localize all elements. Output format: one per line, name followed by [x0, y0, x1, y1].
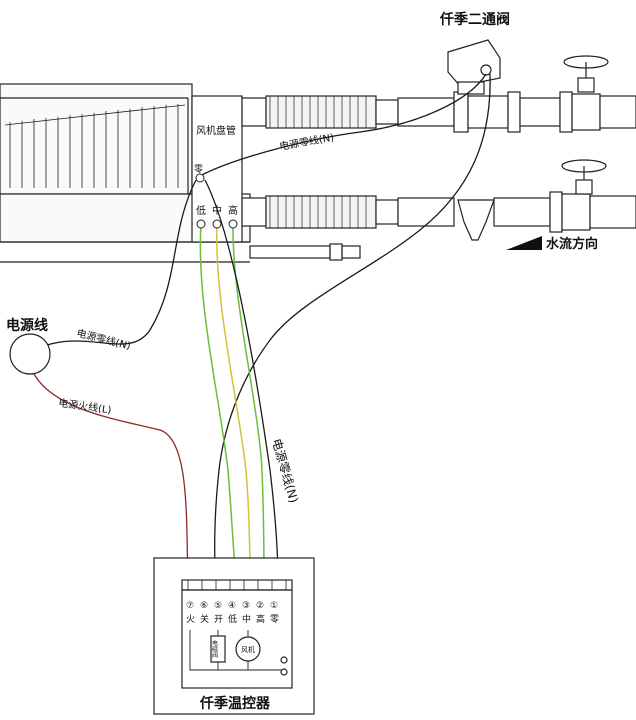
wire-high: [232, 223, 265, 583]
terminal-numbers: ⑦ ⑥ ⑤ ④ ③ ② ①: [186, 601, 278, 611]
terminal-name: 关: [200, 613, 209, 625]
fan-coil-label: 风机盘管: [196, 124, 236, 137]
junction-terminals: [195, 173, 238, 229]
valve-symbol-label: 电磁阀: [211, 639, 218, 659]
wire-neutral-to-thermostat: [204, 179, 279, 583]
power-neutral-vertical-label: 电源零线(N): [269, 437, 301, 505]
two-way-valve: [447, 39, 501, 95]
water-flow-label: 水流方向: [546, 236, 598, 252]
gate-valve-bottom: [561, 159, 607, 195]
terminal-name: 开: [214, 614, 223, 625]
terminal-number: ③: [242, 601, 250, 611]
high-speed-label: 高: [228, 204, 238, 217]
wire-mid: [215, 223, 251, 583]
wire-power-neutral: [43, 179, 197, 347]
power-source-circle: [9, 333, 51, 375]
gate-valve-top: [563, 55, 609, 93]
terminal-name: 高: [256, 613, 265, 625]
mid-speed-label: 中: [212, 204, 222, 217]
water-flow-arrow: [506, 236, 542, 250]
pipe-top: [241, 91, 636, 133]
fan-coil-unit: [0, 83, 361, 263]
terminal-number: ⑤: [214, 601, 222, 611]
wire-neutral-to-valve: [199, 73, 487, 177]
terminal-number: ②: [256, 601, 264, 611]
wire-valve-to-thermostat: [214, 73, 491, 583]
terminal-names: 火 关 开 低 中 高 零: [186, 613, 279, 625]
neutral-terminal-label: 零: [194, 164, 203, 175]
terminal-name: 零: [270, 614, 279, 625]
fan-symbol-label: 风机: [241, 645, 255, 654]
strainer: [457, 199, 495, 241]
pipe-bottom: [241, 191, 636, 241]
terminal-name: 火: [186, 614, 195, 625]
terminal-name: 低: [228, 613, 237, 625]
terminal-number: ①: [270, 601, 278, 611]
coil-fins: [4, 104, 186, 188]
terminal-number: ⑥: [200, 601, 208, 611]
low-speed-label: 低: [196, 204, 206, 217]
terminal-number: ④: [228, 601, 236, 611]
thermostat-label: 仟季温控器: [199, 695, 271, 712]
power-line-label: 电源线: [6, 317, 48, 334]
thermostat-box: [153, 557, 315, 715]
terminal-name: 中: [242, 613, 251, 625]
power-neutral-top-label: 电源零线(N): [278, 131, 335, 153]
power-live-label: 电源火线(L): [58, 396, 113, 416]
valve-title: 仟季二通阀: [439, 11, 510, 28]
power-neutral-left-label: 电源零线(N): [75, 326, 132, 352]
wire-low: [199, 223, 237, 583]
wire-power-live: [31, 369, 189, 583]
terminal-number: ⑦: [186, 601, 194, 611]
